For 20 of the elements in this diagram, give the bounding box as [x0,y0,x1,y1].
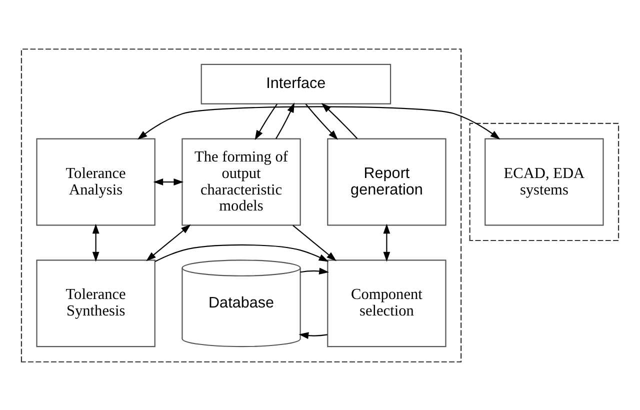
node-box: Tolerance Analysis [36,138,156,226]
cluster [469,122,620,241]
arrow [254,103,278,140]
node-box: Interface [200,63,392,104]
arrow [276,102,294,138]
node-box: ECAD, EDA systems [484,138,604,226]
node-box: The forming of output characteristic models [182,138,301,226]
node-box: Component selection [327,259,446,347]
cluster [20,48,462,362]
node-box: Tolerance Synthesis [36,259,156,347]
node-box: Report generation [327,138,446,226]
arrow [292,224,336,261]
arrow [137,106,500,140]
arrow [300,267,329,274]
arrow [154,244,329,262]
arrow [92,223,100,262]
arrow [146,224,191,261]
arrow [153,178,184,185]
arrow [383,223,390,262]
arrow [298,332,328,339]
